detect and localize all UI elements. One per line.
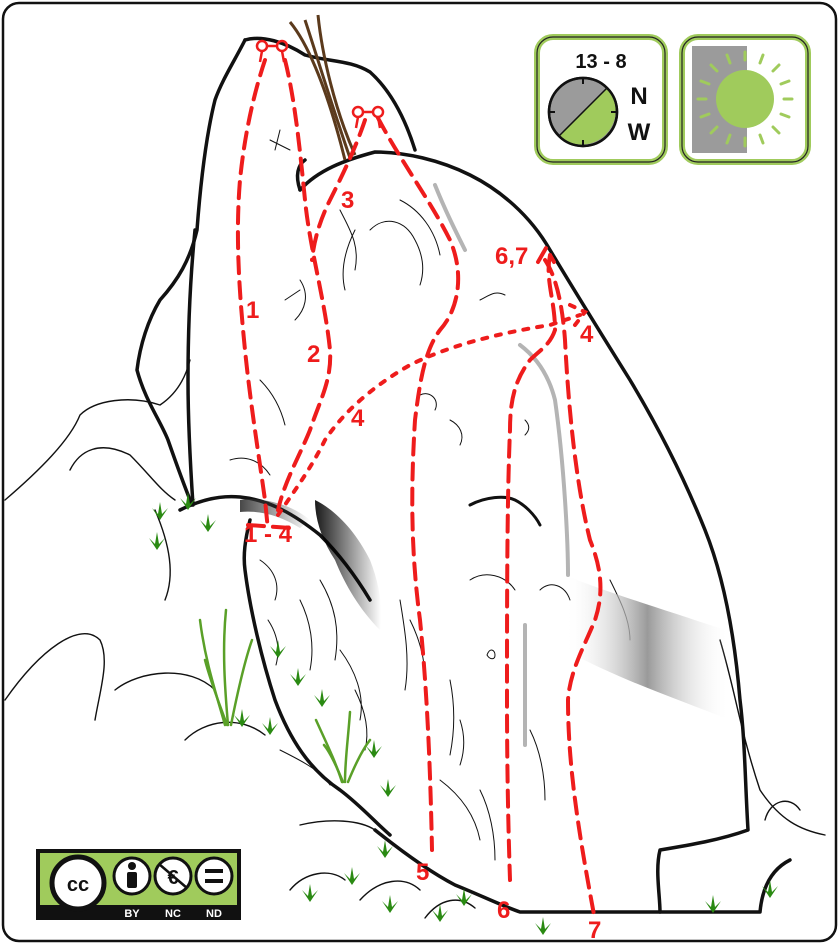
- license-nc-label: NC: [165, 908, 181, 920]
- route-label-4-right: 4: [580, 321, 594, 348]
- cc-text: cc: [67, 874, 89, 896]
- route-label-3: 3: [341, 187, 354, 214]
- route-label-6: 6: [497, 897, 510, 924]
- direction-label-1: N: [630, 83, 647, 110]
- route-label-6-7: 6,7: [495, 243, 528, 270]
- cc-logo-icon: cc: [52, 857, 104, 909]
- nd-noderivatives-icon: [196, 858, 232, 894]
- sun-exposure-badge: [682, 37, 808, 162]
- compass-icon: [549, 78, 617, 146]
- route-label-1-4: 1 - 4: [244, 521, 293, 548]
- by-attribution-icon: [114, 858, 150, 894]
- direction-label-2: W: [628, 119, 651, 146]
- route-label-2: 2: [307, 341, 320, 368]
- route-label-5: 5: [416, 859, 429, 886]
- route-label-1: 1: [246, 297, 259, 324]
- license-by-label: BY: [124, 908, 140, 920]
- license-nd-label: ND: [206, 908, 222, 920]
- orientation-hours: 13 - 8: [575, 51, 626, 73]
- orientation-badge: 13 - 8 N W: [537, 37, 665, 162]
- route-label-7: 7: [588, 917, 601, 944]
- nc-noncommercial-icon: €: [155, 858, 191, 894]
- route-label-4-mid: 4: [351, 405, 365, 432]
- cc-license-badge: cc € BY NC ND: [36, 849, 241, 920]
